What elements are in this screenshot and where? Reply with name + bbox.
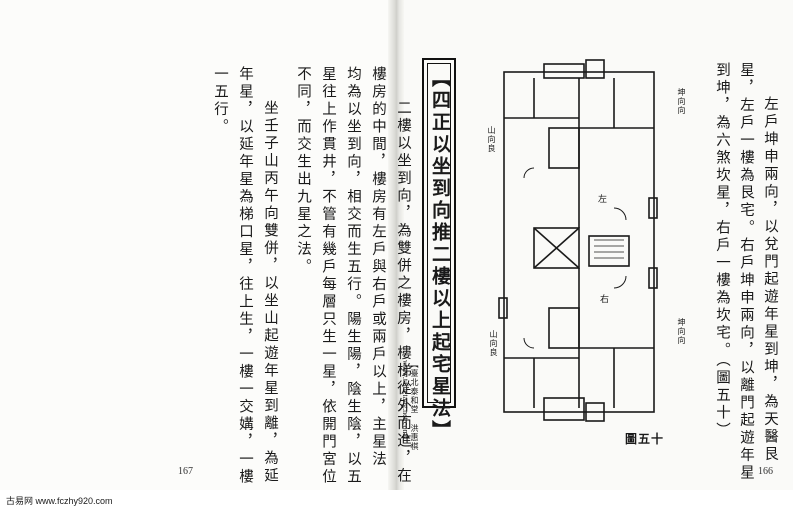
- plan-label-right-unit: 右: [598, 294, 608, 304]
- left-example-column-3: 一五行。: [212, 66, 228, 136]
- author-credit: 【臺北泰和堂 洪惠棋: [410, 360, 419, 451]
- left-paragraph-column-3: 均為以坐到向，相交而生五行。陽生陽，陰生陰，以五: [345, 66, 361, 486]
- section-title-inner-border: [427, 63, 451, 403]
- left-paragraph-column-2: 樓房的中間，樓房有左戶與右戶或兩戶以上，主星法: [370, 66, 386, 469]
- left-page: [0, 0, 392, 490]
- floor-plan-walls: [498, 59, 658, 422]
- left-paragraph-column-5: 不同，而交生出九星之法。: [295, 66, 311, 276]
- plan-label-left-unit: 左: [596, 194, 606, 204]
- right-text-column-1: 左戶坤申兩向，以兌門起遊年星到坤，為天醫艮: [762, 96, 778, 464]
- site-watermark[interactable]: 古易网 www.fczhy920.com: [6, 496, 113, 506]
- left-paragraph-column-4: 星往上作貫井，不管有幾戶每層只生一星，依開門宮位: [320, 66, 336, 486]
- right-page: [400, 0, 793, 490]
- right-text-column-3: 到坤，為六煞坎星，右戶一樓為坎宅。（圖五十）: [714, 62, 730, 440]
- floor-plan-door-swings: [523, 167, 627, 349]
- right-page-number: 166: [758, 466, 773, 477]
- plan-label-top-left: 山向良: [487, 126, 496, 153]
- stair-treads: [594, 239, 624, 259]
- left-example-column-2: 年星，以延年星為梯口星，往上生，一樓一交媾，一樓: [237, 66, 253, 486]
- footer-bar: [0, 490, 793, 511]
- left-page-number: 167: [178, 466, 193, 477]
- left-paragraph-column-1: 二樓以坐到向，為雙併之樓房，樓梯從外而進，在: [395, 100, 411, 485]
- figure-caption: 圖五十: [625, 432, 665, 446]
- left-example-column-1: 坐壬子山丙午向雙併，以坐山起遊年星到離，為延: [262, 100, 278, 485]
- plan-label-bottom-left: 山向良: [489, 330, 498, 357]
- plan-label-top-right: 坤向向: [677, 88, 686, 115]
- section-title-box: 【四正以坐到向推二樓以上起宅星法】: [422, 58, 456, 442]
- right-text-column-2: 星，左戶一樓為艮宅。右戶坤申兩向，以離門起遊年星: [738, 62, 754, 482]
- author-credit-url: www.taihetang.net.com】: [401, 360, 410, 444]
- book-spread: 二樓以坐到向，為雙併之樓房，樓梯從外而進，在 樓房的中間，樓房有左戶與右戶或兩戶…: [0, 0, 793, 490]
- section-title: 【四正以坐到向推二樓以上起宅星法】: [429, 68, 451, 442]
- floor-plan-figure: [498, 59, 658, 422]
- plan-label-bottom-right: 坤向向: [677, 318, 686, 345]
- book-gutter: [388, 0, 404, 490]
